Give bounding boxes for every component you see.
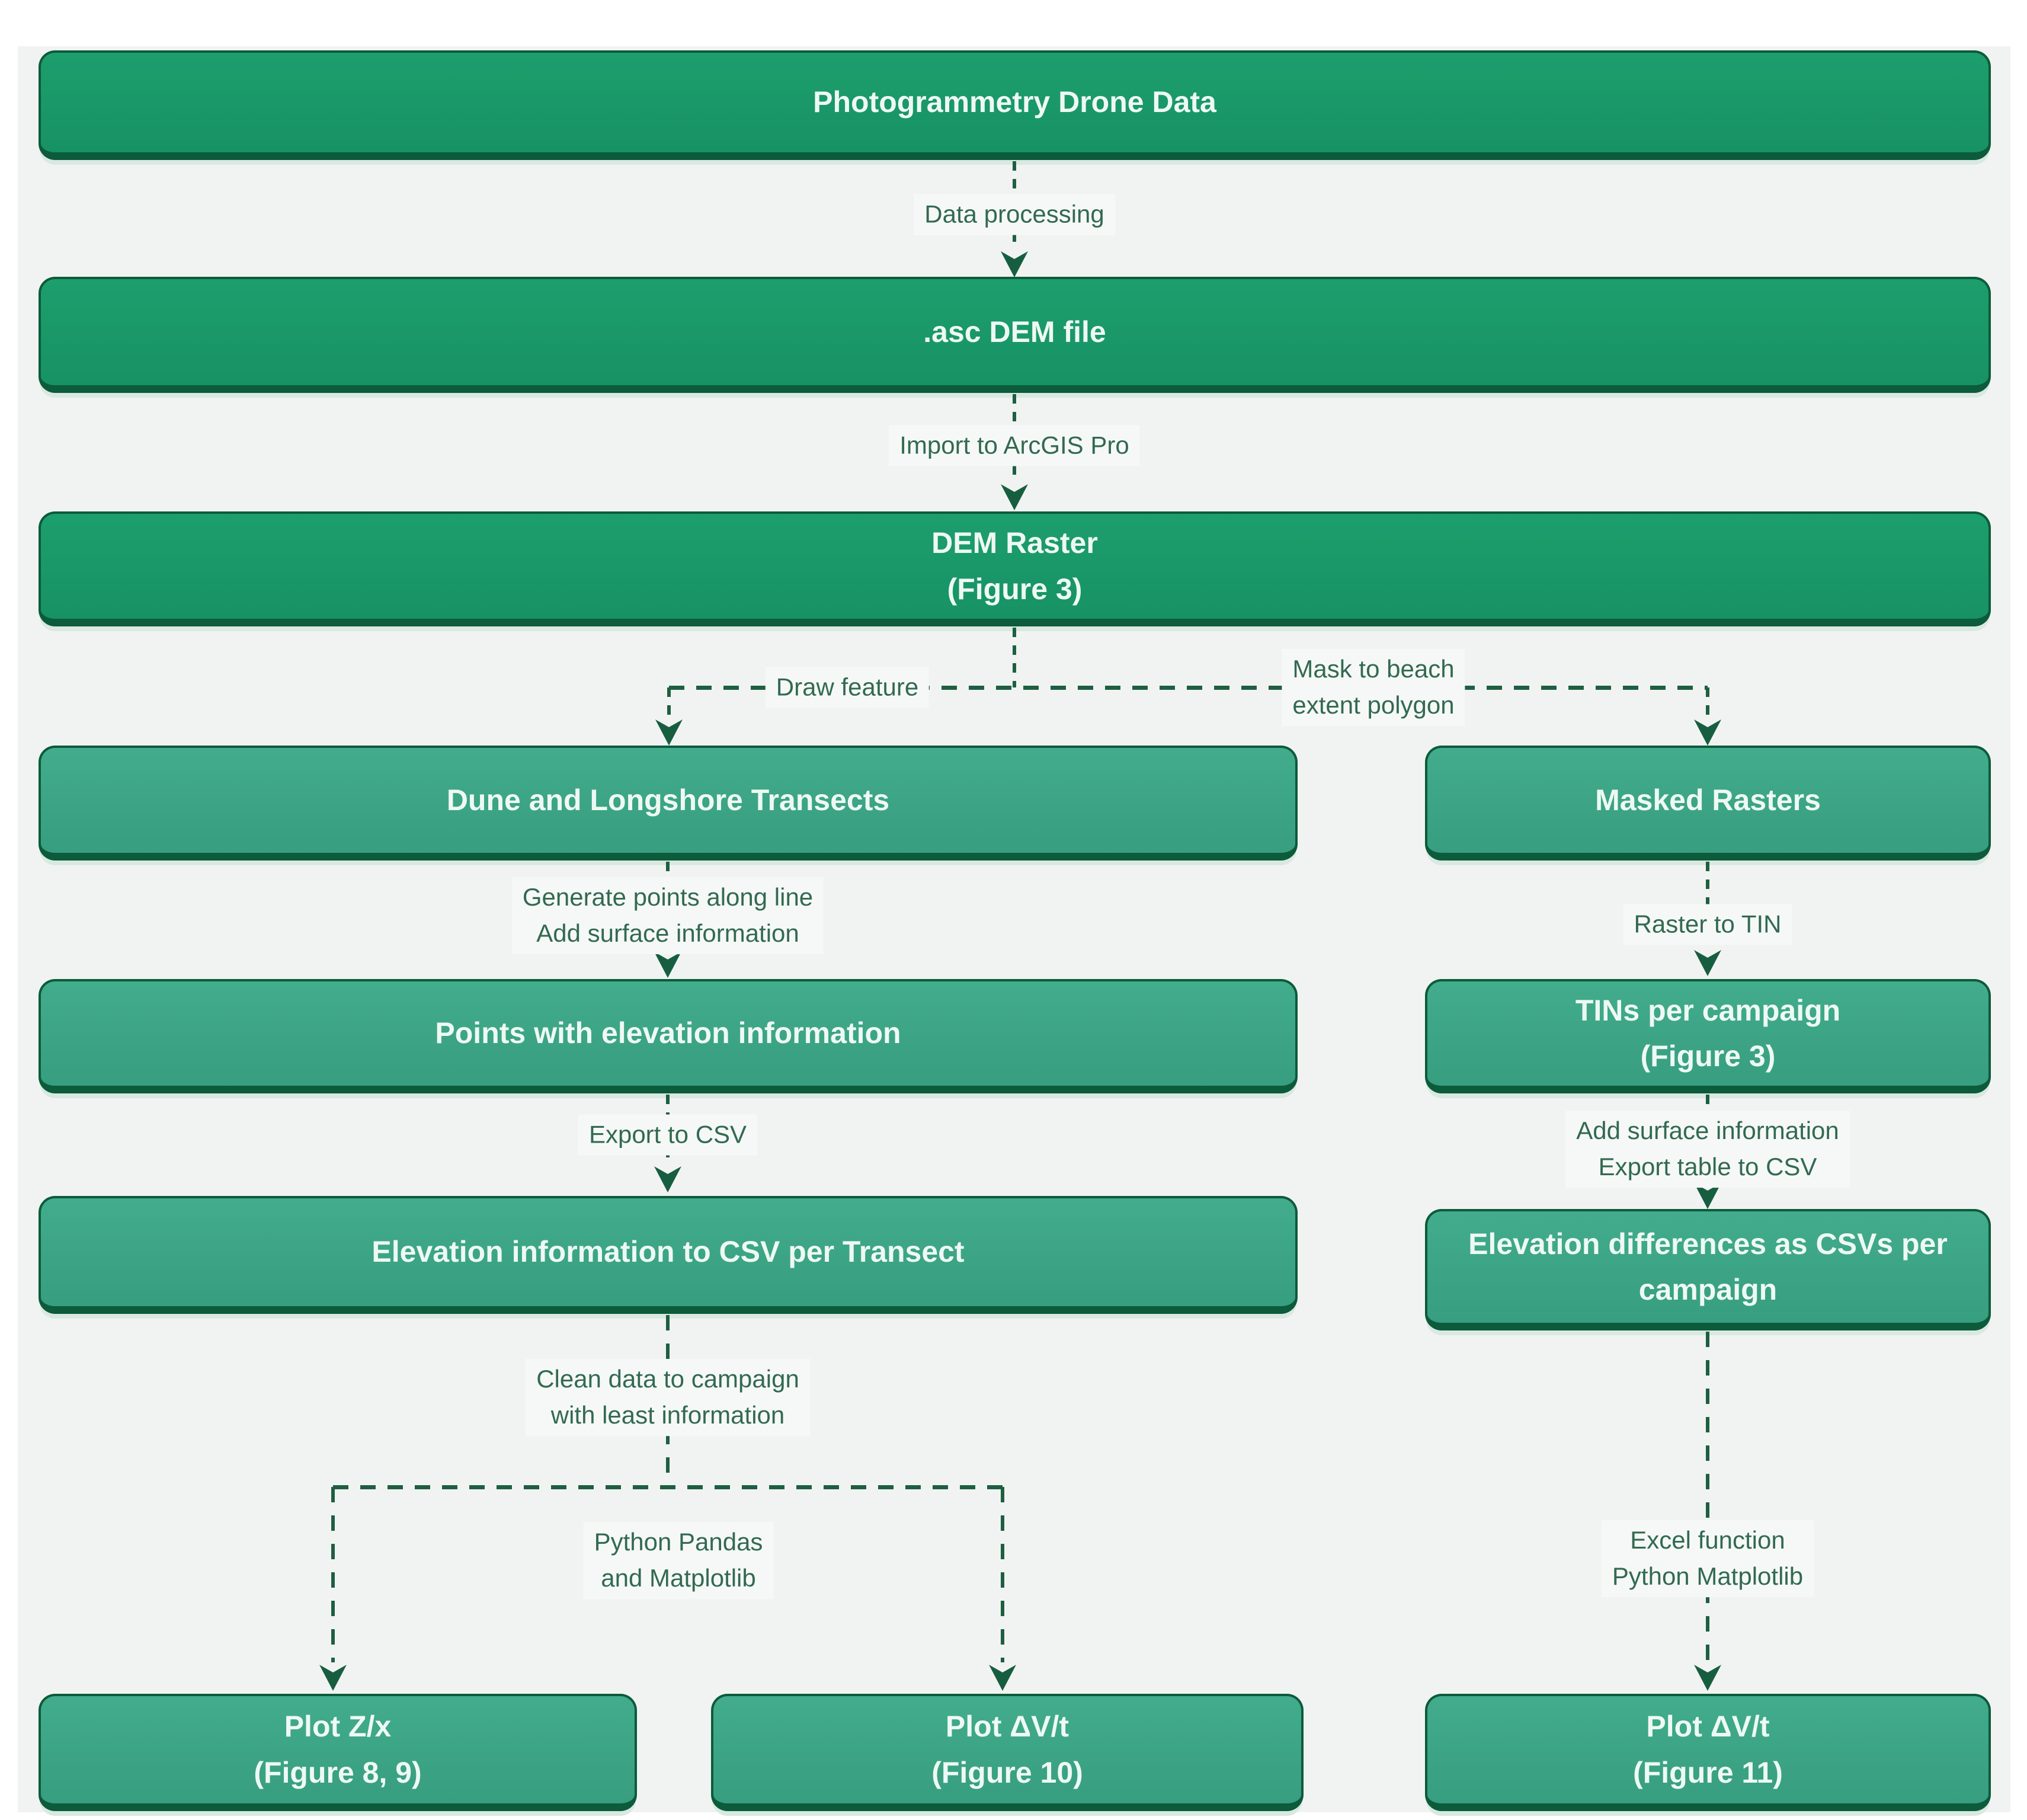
edge-label-draw-feature: Draw feature <box>765 667 930 708</box>
arrowhead-down-icon <box>989 1665 1016 1691</box>
arrowhead-down-icon <box>654 1166 681 1192</box>
edge-label-line2: Python Matplotlib <box>1612 1562 1804 1590</box>
edge-label-mask-to-beach: Mask to beach extent polygon <box>1282 649 1465 726</box>
connector-branch-left <box>667 687 671 718</box>
node-label: Masked Rasters <box>1595 783 1821 817</box>
node-plot-dvt-figure10: Plot ΔV/t (Figure 10) <box>711 1694 1304 1811</box>
edge-label-line1: Clean data to campaign <box>536 1365 799 1393</box>
node-label-line2: (Figure 11) <box>1633 1755 1783 1789</box>
edge-label-line1: Excel function <box>1630 1526 1785 1554</box>
connector-raster-to-tin-line <box>1706 862 1709 946</box>
node-points-with-elevation: Points with elevation information <box>39 979 1298 1093</box>
edge-label-line1: Generate points along line <box>522 883 814 911</box>
edge-label-generate-points: Generate points along line Add surface i… <box>511 877 824 954</box>
node-dem-raster: DEM Raster (Figure 3) <box>39 511 1991 626</box>
arrowhead-down-icon <box>1694 950 1721 976</box>
edge-label-import-to-arcgis: Import to ArcGIS Pro <box>889 425 1140 466</box>
node-label-line1: Plot ΔV/t <box>945 1710 1069 1743</box>
edge-label-export-to-csv: Export to CSV <box>578 1114 758 1156</box>
node-masked-rasters: Masked Rasters <box>1425 746 1991 861</box>
node-dune-longshore-transects: Dune and Longshore Transects <box>39 746 1298 861</box>
edge-label-line1: Mask to beach <box>1292 655 1455 683</box>
arrowhead-down-icon <box>1694 719 1721 746</box>
edge-label-excel-matplotlib: Excel function Python Matplotlib <box>1601 1520 1814 1597</box>
connector-excel-matplotlib-line <box>1706 1332 1709 1662</box>
node-label-line1: Plot ΔV/t <box>1646 1710 1770 1743</box>
connector-dem-raster-stub <box>1013 628 1016 687</box>
node-label: Elevation differences as CSVs per campai… <box>1468 1227 1948 1307</box>
node-label-line2: (Figure 3) <box>1640 1039 1776 1073</box>
node-label: Dune and Longshore Transects <box>446 783 890 817</box>
edge-label-line1: Python Pandas <box>594 1528 763 1556</box>
node-photogrammetry-drone-data: Photogrammetry Drone Data <box>39 50 1991 160</box>
arrowhead-down-icon <box>1001 484 1028 510</box>
edge-label-text: Draw feature <box>776 673 919 701</box>
edge-label-raster-to-tin: Raster to TIN <box>1623 904 1792 945</box>
connector-plot-branch-horizontal <box>333 1485 1005 1489</box>
edge-label-text: Import to ArcGIS Pro <box>899 431 1129 459</box>
node-asc-dem-file: .asc DEM file <box>39 277 1991 393</box>
arrowhead-down-icon <box>1694 1665 1721 1691</box>
node-label-line1: TINs per campaign <box>1575 993 1841 1027</box>
connector-branch-right <box>1706 687 1709 718</box>
edge-label-text: Data processing <box>924 200 1104 228</box>
edge-label-line2: Export table to CSV <box>1598 1153 1817 1181</box>
connector-plot-zx-line <box>331 1487 335 1662</box>
edge-label-line2: Add surface information <box>536 919 799 947</box>
edge-label-tin-table: Add surface information Export table to … <box>1565 1111 1850 1188</box>
node-label-line2: (Figure 3) <box>947 572 1083 606</box>
edge-label-text: Raster to TIN <box>1634 910 1782 938</box>
edge-label-line2: extent polygon <box>1292 691 1455 719</box>
edge-label-clean-data: Clean data to campaign with least inform… <box>526 1359 810 1436</box>
node-label: Points with elevation information <box>435 1016 901 1050</box>
node-plot-dvt-figure11: Plot ΔV/t (Figure 11) <box>1425 1694 1991 1811</box>
node-label-line1: DEM Raster <box>931 526 1098 559</box>
node-tins-per-campaign: TINs per campaign (Figure 3) <box>1425 979 1991 1093</box>
edge-label-line2: with least information <box>550 1401 785 1429</box>
node-label: Elevation information to CSV per Transec… <box>372 1235 965 1269</box>
node-elevation-differences-csv: Elevation differences as CSVs per campai… <box>1425 1209 1991 1330</box>
node-label-line2: (Figure 10) <box>931 1755 1083 1789</box>
connector-branch-horizontal <box>669 686 1708 690</box>
node-label: Photogrammetry Drone Data <box>813 85 1216 119</box>
edge-label-line2: and Matplotlib <box>601 1564 756 1592</box>
connector-plot-dvt10-line <box>1001 1487 1004 1662</box>
node-label-line1: Plot Z/x <box>284 1710 392 1743</box>
arrowhead-down-icon <box>1694 1183 1721 1209</box>
edge-label-text: Export to CSV <box>588 1120 747 1149</box>
arrowhead-down-icon <box>1001 251 1028 277</box>
node-elevation-info-csv-transect: Elevation information to CSV per Transec… <box>39 1196 1298 1314</box>
node-label-line2: (Figure 8, 9) <box>254 1755 422 1789</box>
arrowhead-down-icon <box>319 1665 347 1691</box>
node-label: .asc DEM file <box>923 315 1106 348</box>
node-plot-zx: Plot Z/x (Figure 8, 9) <box>39 1694 637 1811</box>
edge-label-python-pandas: Python Pandas and Matplotlib <box>583 1522 774 1599</box>
edge-label-line1: Add surface information <box>1576 1117 1839 1145</box>
arrowhead-down-icon <box>655 719 683 746</box>
edge-label-data-processing: Data processing <box>914 194 1115 235</box>
arrowhead-down-icon <box>654 952 681 978</box>
